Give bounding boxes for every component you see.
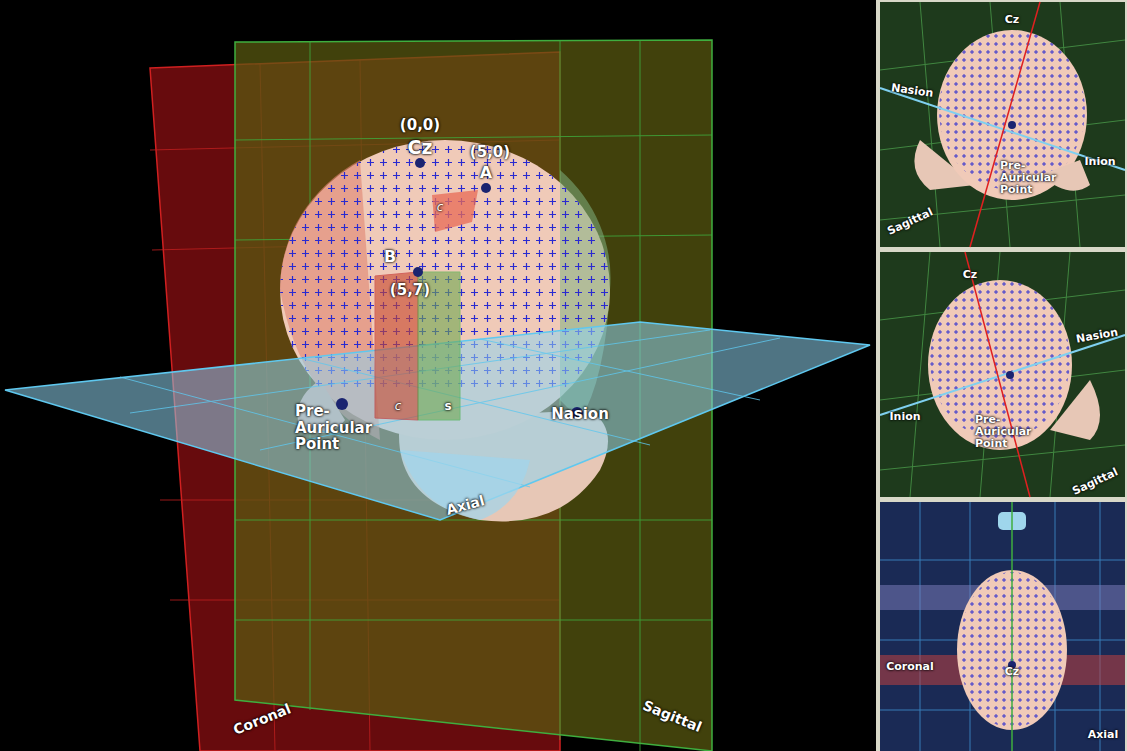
landmark-label: Inion xyxy=(1084,156,1115,168)
plane-label: Axial xyxy=(1088,729,1119,741)
landmark-label: Cz xyxy=(1005,14,1019,26)
landmark-label: Cz xyxy=(963,269,977,281)
landmark-label: Cz xyxy=(1005,666,1019,678)
plane-label: Coronal xyxy=(886,661,934,673)
landmark-label: Cz xyxy=(407,137,432,158)
plane-mark: c xyxy=(437,201,444,214)
plane-mark: s xyxy=(444,400,451,413)
point-label: A xyxy=(480,164,492,182)
landmark-label: Pre-Auricular Point xyxy=(295,403,405,453)
point-label: B xyxy=(384,248,396,266)
coordinate-label: (5,0) xyxy=(470,144,510,161)
landmark-label: Pre-Auricular Point xyxy=(975,414,1055,450)
landmark-label: Pre-Auricular Point xyxy=(1000,160,1080,196)
coordinate-label: (0,0) xyxy=(400,117,440,134)
coordinate-label: (5,7) xyxy=(390,282,430,299)
landmark-label: Inion xyxy=(889,411,920,423)
landmark-label: Nasion xyxy=(551,406,609,423)
plane-mark: c xyxy=(395,400,402,413)
